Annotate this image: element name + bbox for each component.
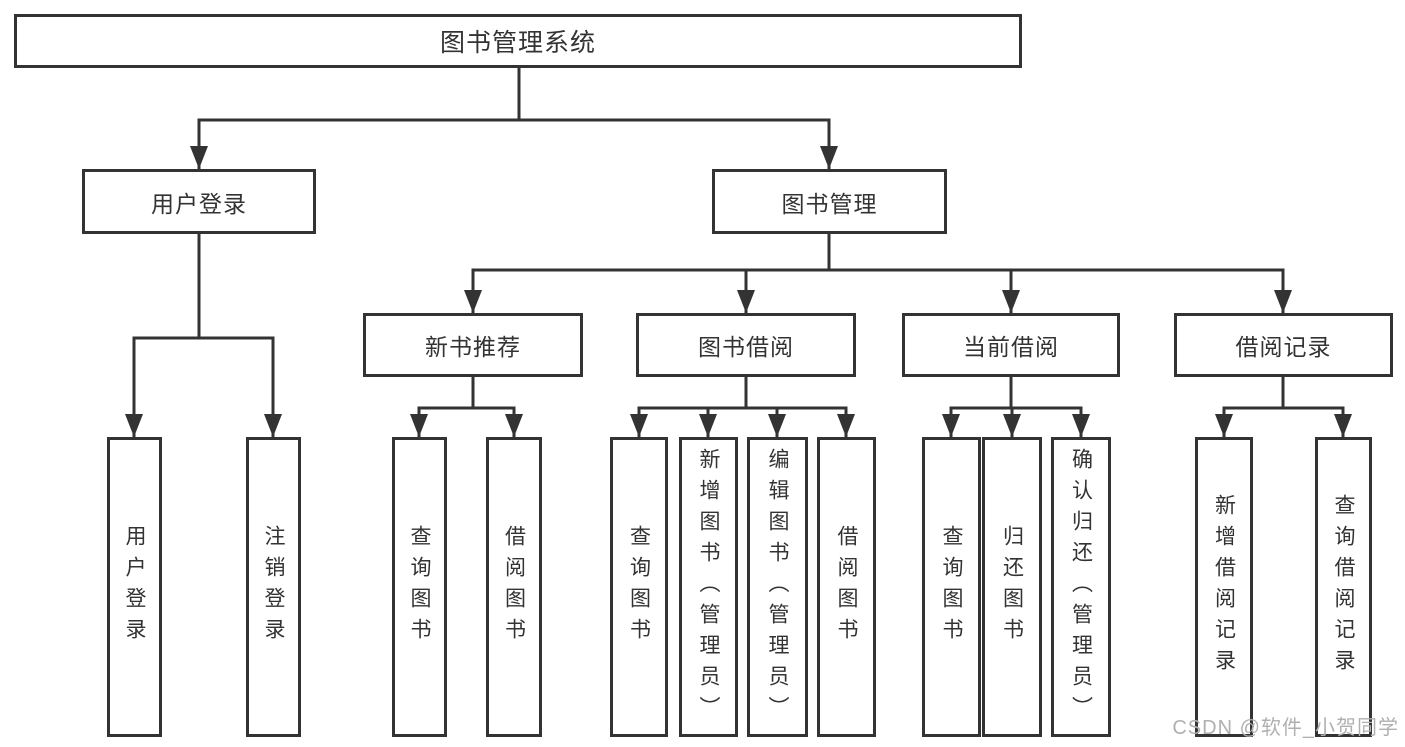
node-rec-query-book: 查询图书 <box>392 437 447 737</box>
node-label: 确认归还（管理员） <box>1069 447 1093 727</box>
node-label: 查询图书 <box>940 525 963 649</box>
node-label: 归还图书 <box>1000 525 1024 649</box>
node-root: 图书管理系统 <box>14 14 1022 68</box>
arrowhead-icon <box>1274 290 1292 313</box>
arrowhead-icon <box>768 414 786 437</box>
node-bb-borrow-book: 借阅图书 <box>817 437 876 737</box>
node-label: 图书管理系统 <box>439 29 596 57</box>
node-book-borrow: 图书借阅 <box>636 313 856 377</box>
node-rec-borrow-book: 借阅图书 <box>486 437 542 737</box>
node-cb-return-book: 归还图书 <box>982 437 1042 737</box>
arrowhead-icon <box>630 414 648 437</box>
node-label: 查询图书 <box>408 525 431 649</box>
arrowhead-icon <box>464 290 482 313</box>
arrowhead-icon <box>264 414 282 437</box>
arrowhead-icon <box>1072 414 1090 437</box>
node-current-borrow: 当前借阅 <box>902 313 1120 377</box>
arrowhead-icon <box>737 290 755 313</box>
node-label: 新增借阅记录 <box>1212 494 1236 680</box>
node-book-mgmt: 图书管理 <box>712 169 947 234</box>
arrowhead-icon <box>699 414 717 437</box>
arrowhead-icon <box>837 414 855 437</box>
node-bb-add-book-admin: 新增图书（管理员） <box>679 437 738 737</box>
node-label: 用户登录 <box>151 190 247 217</box>
node-leaf-logout: 注销登录 <box>246 437 301 737</box>
node-label: 用户登录 <box>123 525 146 649</box>
node-label: 查询借阅记录 <box>1332 494 1355 680</box>
arrowhead-icon <box>1334 414 1352 437</box>
csdn-watermark: CSDN @软件_小贺同学 <box>1172 717 1399 739</box>
arrowhead-icon <box>942 414 960 437</box>
node-label: 图书管理 <box>781 190 878 217</box>
node-label: 注销登录 <box>262 525 285 649</box>
node-leaf-user-login: 用户登录 <box>107 437 162 737</box>
arrowhead-icon <box>1215 414 1233 437</box>
node-bb-query-book: 查询图书 <box>610 437 668 737</box>
arrowhead-icon <box>1002 290 1020 313</box>
node-label: 借阅记录 <box>1235 334 1332 360</box>
node-label: 图书借阅 <box>698 334 794 360</box>
arrowhead-icon <box>190 146 208 169</box>
arrowhead-icon <box>820 146 838 169</box>
node-br-add-record: 新增借阅记录 <box>1195 437 1253 737</box>
node-label: 借阅图书 <box>835 525 858 649</box>
node-label: 借阅图书 <box>502 525 526 649</box>
node-label: 当前借阅 <box>963 334 1059 360</box>
arrowhead-icon <box>505 414 523 437</box>
node-label: 编辑图书（管理员） <box>766 447 789 727</box>
node-user-login: 用户登录 <box>82 169 316 234</box>
node-cb-query-book: 查询图书 <box>922 437 981 737</box>
node-cb-confirm-return-admin: 确认归还（管理员） <box>1051 437 1111 737</box>
arrowhead-icon <box>410 414 428 437</box>
arrowhead-icon <box>1003 414 1021 437</box>
node-new-book-rec: 新书推荐 <box>363 313 583 377</box>
node-br-query-record: 查询借阅记录 <box>1315 437 1372 737</box>
node-label: 查询图书 <box>627 525 651 649</box>
node-bb-edit-book-admin: 编辑图书（管理员） <box>747 437 808 737</box>
node-label: 新增图书（管理员） <box>697 447 720 727</box>
node-borrow-records: 借阅记录 <box>1174 313 1393 377</box>
node-label: 新书推荐 <box>425 334 521 360</box>
arrowhead-icon <box>125 414 143 437</box>
